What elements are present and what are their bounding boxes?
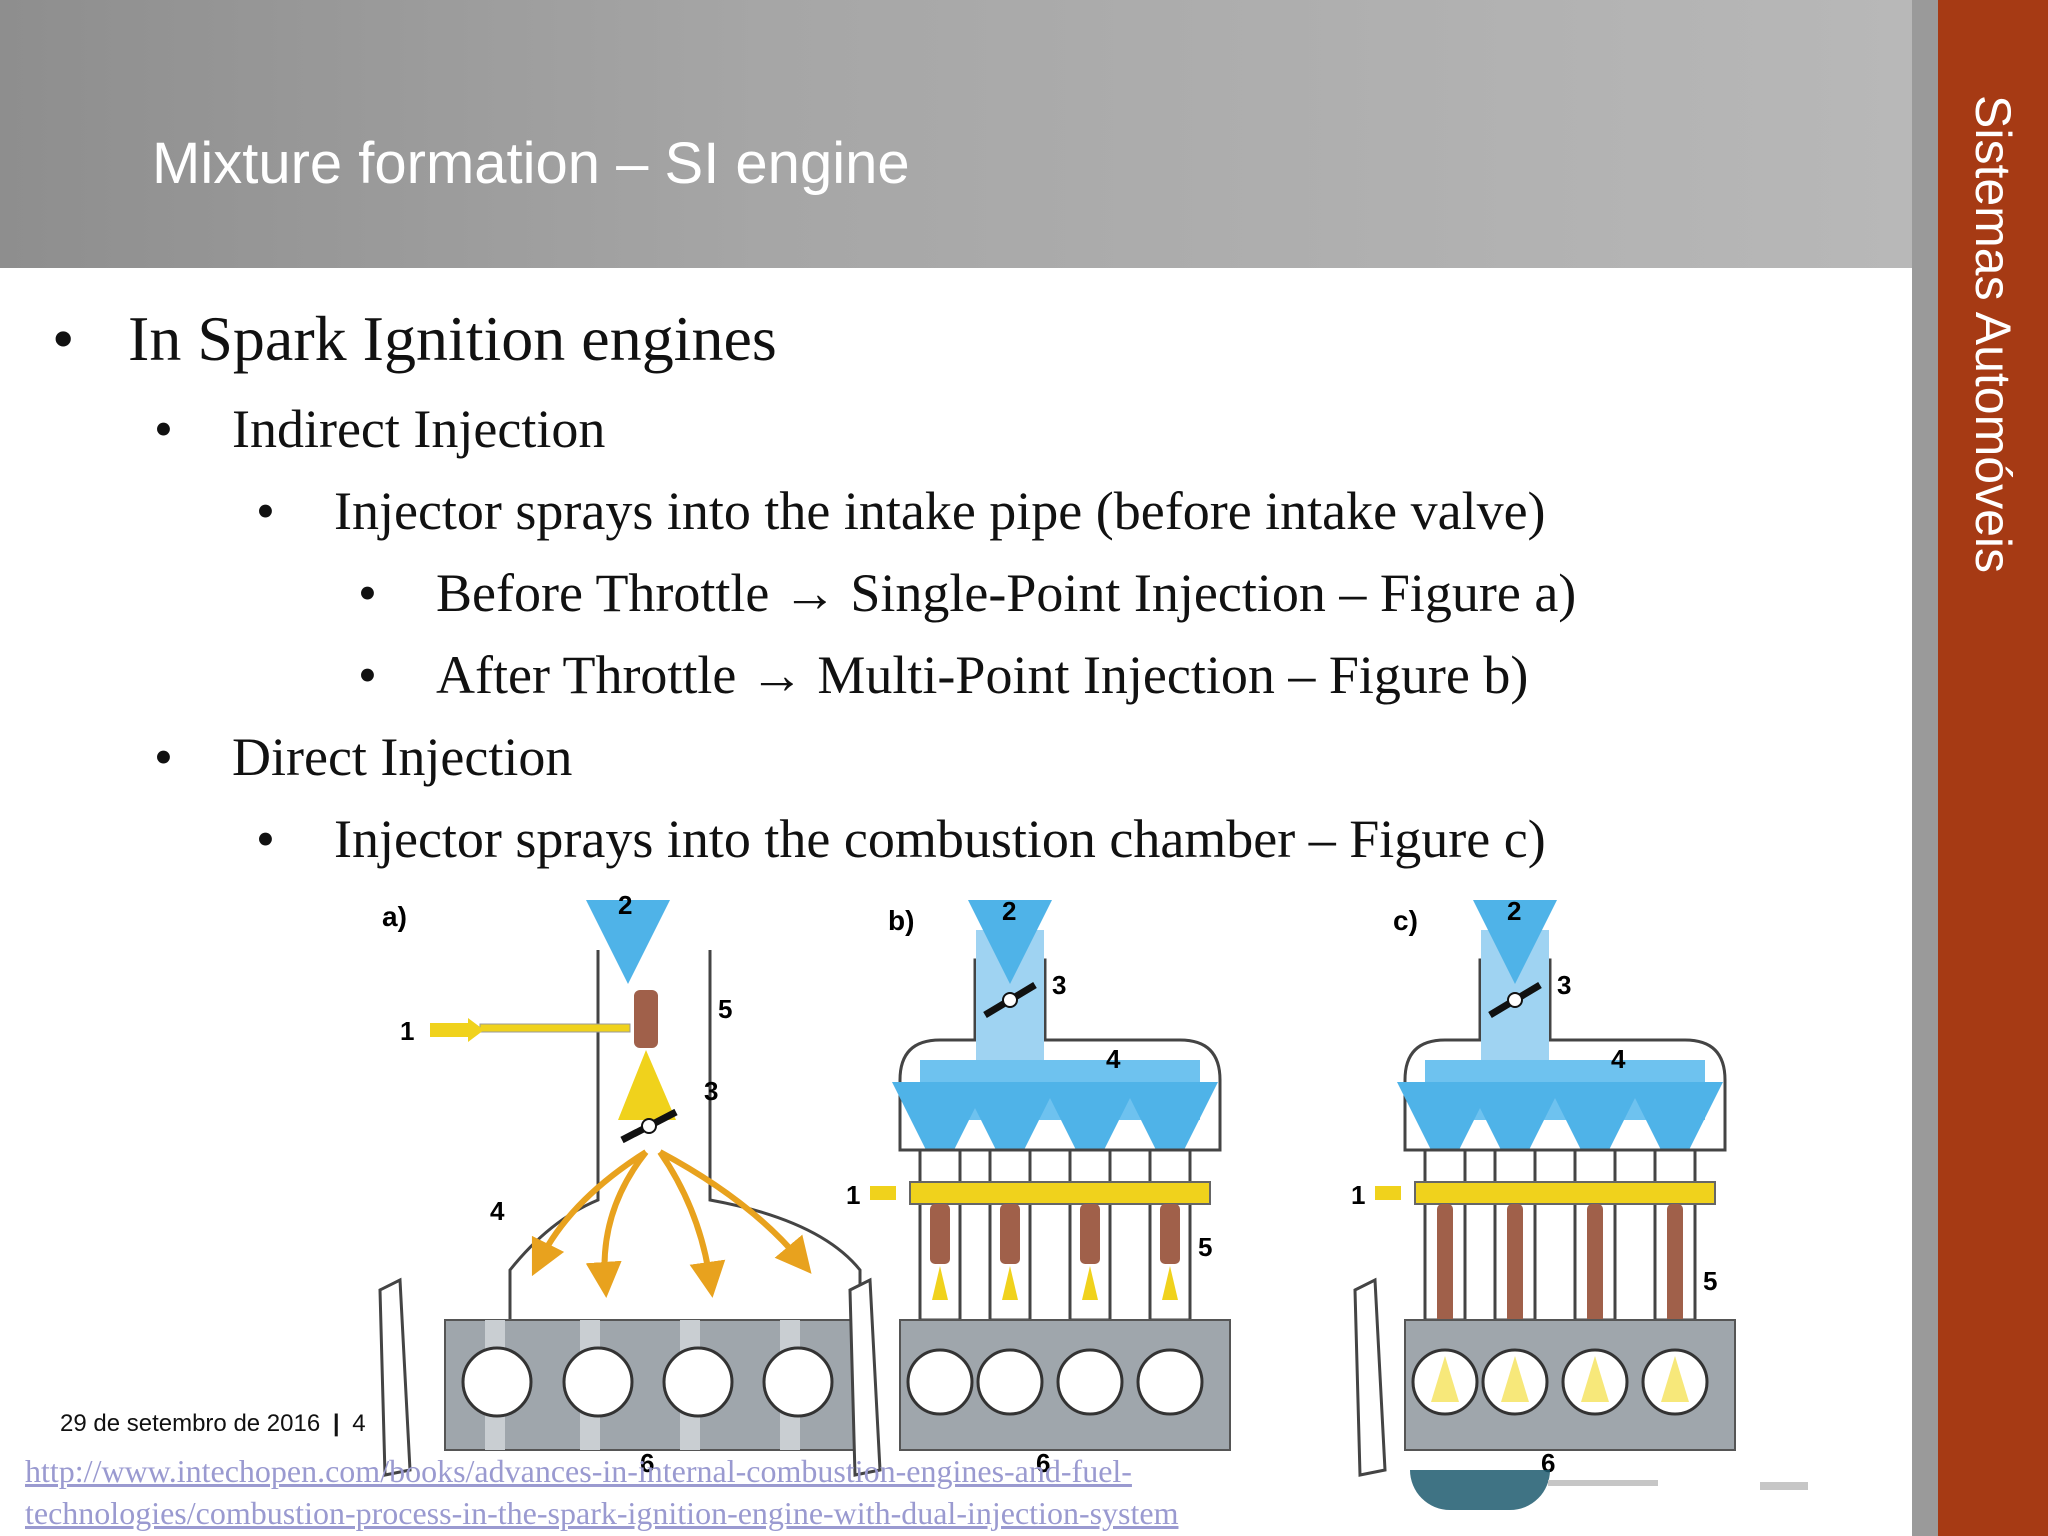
source-link-line[interactable]: technologies/combustion-process-in-the-s… bbox=[25, 1495, 1179, 1531]
bullet-glyph: • bbox=[154, 727, 173, 787]
bullet-text: After Throttle → Multi-Point Injection –… bbox=[436, 645, 1529, 705]
svg-text:5: 5 bbox=[1703, 1266, 1717, 1296]
svg-text:5: 5 bbox=[1198, 1232, 1212, 1262]
page-number: 4 bbox=[352, 1410, 366, 1437]
panel-label: a) bbox=[382, 901, 407, 932]
header-bar: Mixture formation – SI engine bbox=[0, 0, 1912, 268]
panel-b: b) 2 3 4 1 5 6 bbox=[846, 896, 1231, 1478]
svg-text:1: 1 bbox=[400, 1016, 414, 1046]
bullet-glyph: • bbox=[358, 645, 377, 705]
svg-text:3: 3 bbox=[704, 1076, 718, 1106]
bullet-glyph: • bbox=[154, 399, 173, 459]
svg-text:6: 6 bbox=[640, 1448, 654, 1478]
source-link[interactable]: http://www.intechopen.com/books/advances… bbox=[25, 1450, 1325, 1534]
bullet-text: Injector sprays into the combustion cham… bbox=[334, 809, 1546, 869]
svg-text:1: 1 bbox=[846, 1180, 860, 1210]
slide-title: Mixture formation – SI engine bbox=[152, 131, 910, 196]
sidebar-band bbox=[1938, 0, 2048, 1536]
panel-label: b) bbox=[888, 905, 914, 936]
source-link-line[interactable]: http://www.intechopen.com/books/advances… bbox=[25, 1453, 1132, 1489]
intake-manifold bbox=[508, 950, 862, 1352]
bullet-text: In Spark Ignition engines bbox=[128, 303, 777, 374]
svg-text:2: 2 bbox=[618, 890, 632, 920]
bullet-text: Indirect Injection bbox=[232, 399, 606, 459]
course-name: Sistemas Automóveis bbox=[1965, 95, 2021, 573]
footer-date: 29 de setembro de 2016 bbox=[60, 1410, 321, 1437]
svg-text:4: 4 bbox=[1611, 1044, 1626, 1074]
svg-text:2: 2 bbox=[1002, 896, 1016, 926]
bullet-glyph: • bbox=[52, 303, 75, 374]
logo-text-mark bbox=[1548, 1480, 1658, 1486]
svg-text:5: 5 bbox=[718, 994, 732, 1024]
bullet-text: Before Throttle → Single-Point Injection… bbox=[436, 563, 1577, 623]
panel-c: c) 2 3 4 1 5 6 bbox=[1351, 896, 1736, 1478]
institution-logo bbox=[1410, 1470, 1550, 1510]
fuel-rail bbox=[1414, 1181, 1716, 1205]
footer-separator: | bbox=[332, 1410, 340, 1437]
panel-a: a) 2 1 5 3 4 6 bbox=[378, 890, 866, 1478]
injector bbox=[634, 990, 658, 1048]
svg-text:4: 4 bbox=[1106, 1044, 1121, 1074]
bullet-glyph: • bbox=[358, 563, 377, 623]
bullet-text: Direct Injection bbox=[232, 727, 573, 787]
bullet-text: Injector sprays into the intake pipe (be… bbox=[334, 481, 1546, 541]
svg-text:2: 2 bbox=[1507, 896, 1521, 926]
svg-text:4: 4 bbox=[490, 1196, 505, 1226]
fuel-rail bbox=[909, 1181, 1211, 1205]
injection-diagram-svg: a) 2 1 5 3 4 6 bbox=[378, 890, 1736, 1478]
sidebar-divider bbox=[1912, 0, 1938, 1536]
injection-diagram: a) 2 1 5 3 4 6 bbox=[370, 890, 1870, 1480]
fuel-spray bbox=[618, 1050, 676, 1120]
bullet-glyph: • bbox=[256, 481, 275, 541]
footer: 29 de setembro de 2016 | 4 bbox=[60, 1410, 366, 1438]
panel-label: c) bbox=[1393, 905, 1418, 936]
fuel-line bbox=[479, 1023, 631, 1033]
svg-text:3: 3 bbox=[1557, 970, 1571, 1000]
bullet-glyph: • bbox=[256, 809, 275, 869]
logo-text-mark bbox=[1760, 1482, 1808, 1490]
svg-text:1: 1 bbox=[1351, 1180, 1365, 1210]
svg-text:3: 3 bbox=[1052, 970, 1066, 1000]
svg-text:6: 6 bbox=[1036, 1448, 1050, 1478]
